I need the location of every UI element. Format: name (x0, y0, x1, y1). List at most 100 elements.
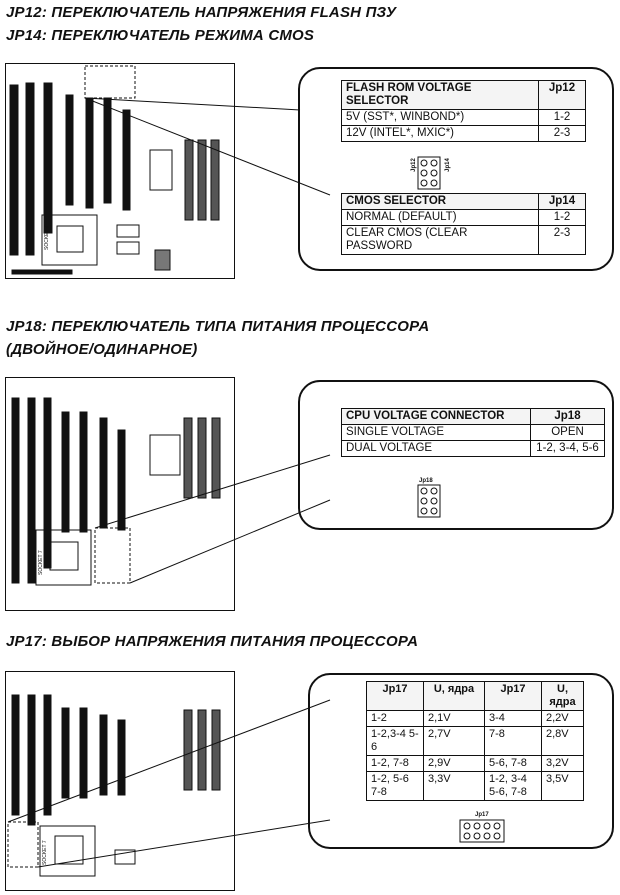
pci-slot (103, 97, 112, 204)
jumper-pin (483, 832, 491, 840)
chipset (149, 434, 181, 476)
callout-line (84, 97, 331, 196)
table-cell: 1-2, 3-4 5-6, 7-8 (484, 771, 542, 801)
pci-slot (61, 707, 70, 799)
cmos-table-header: CMOS SELECTOR (341, 193, 539, 210)
isa-slot (43, 82, 53, 234)
heading-jp12: JP12: ПЕРЕКЛЮЧАТЕЛЬ НАПРЯЖЕНИЯ FLASH ПЗУ (6, 4, 397, 21)
table-cell: 3,5V (541, 771, 584, 801)
jumper-pin (420, 487, 428, 495)
socket-label-2: SOCKET 7 (38, 550, 44, 575)
isa-slot (25, 82, 35, 256)
heading-jp14: JP14: ПЕРЕКЛЮЧАТЕЛЬ РЕЖИМА CMOS (6, 27, 315, 44)
cpu-socket (39, 825, 96, 877)
memory-slot (184, 139, 194, 221)
table-cell: 1-2, 7-8 (366, 755, 424, 772)
chipset (149, 149, 173, 191)
callout-line (94, 454, 331, 529)
heading-jp17: JP17: ВЫБОР НАПРЯЖЕНИЯ ПИТАНИЯ ПРОЦЕССОР… (6, 633, 419, 650)
table-cell: CLEAR CMOS (CLEAR PASSWORD (341, 225, 539, 255)
memory-slot (197, 417, 207, 499)
pci-slot (79, 707, 88, 799)
jumper-pin (430, 179, 438, 187)
memory-slot (183, 417, 193, 499)
isa-slot (27, 694, 36, 826)
jumper-label-jp18: Jp18 (419, 478, 433, 484)
pci-slot (117, 719, 126, 796)
socket-label-3: SOCKET 7 (42, 840, 48, 865)
cpu-socket (41, 214, 98, 266)
jumper-block-jp17 (459, 819, 505, 843)
memory-slot (197, 139, 207, 221)
cpu-chip (49, 541, 79, 571)
jumper-pin (430, 487, 438, 495)
jumper-pin (483, 822, 491, 830)
table-cell: 1-2 (538, 209, 586, 226)
cpu-table-jp-header: Jp18 (530, 408, 605, 425)
memory-slot (211, 709, 221, 791)
pci-slot (99, 417, 108, 529)
callout-line (84, 97, 301, 111)
io-strip (11, 269, 73, 275)
chip (116, 224, 140, 238)
table-cell: 12V (INTEL*, MXIC*) (341, 125, 539, 142)
jumper-pin (493, 832, 501, 840)
isa-slot (11, 397, 20, 584)
cpu-chip (56, 225, 84, 253)
jumper-pin (463, 822, 471, 830)
jumper-pin (473, 822, 481, 830)
core-table-header: U, ядра (423, 681, 485, 711)
jumper-pin (493, 822, 501, 830)
pci-slot (85, 97, 94, 209)
highlight-box-1 (84, 65, 136, 99)
pci-slot (117, 429, 126, 531)
cpu-chip (54, 835, 84, 865)
callout-line (37, 819, 331, 868)
jumper-pin (430, 507, 438, 515)
motherboard-diagram-1 (5, 63, 235, 279)
socket-label-1: SOCKET 7 (44, 225, 50, 250)
jumper-pin (420, 169, 428, 177)
pci-slot (65, 94, 74, 206)
highlight-box-3 (7, 821, 39, 868)
table-cell: DUAL VOLTAGE (341, 440, 531, 457)
table-cell: OPEN (530, 424, 605, 441)
callout-line (7, 699, 331, 823)
isa-slot (27, 397, 36, 584)
connector (154, 249, 171, 271)
jumper-pin (420, 507, 428, 515)
jumper-pin (463, 832, 471, 840)
memory-slot (210, 139, 220, 221)
chip (116, 241, 140, 255)
table-cell: 2-3 (538, 125, 586, 142)
memory-slot (211, 417, 221, 499)
cpu-socket (35, 529, 92, 586)
flash-rom-table: FLASH ROM VOLTAGE SELECTOR Jp12 5V (SST*… (341, 80, 586, 142)
cpu-voltage-table: CPU VOLTAGE CONNECTOR Jp18 SINGLE VOLTAG… (341, 408, 605, 457)
pci-slot (61, 411, 70, 533)
heading-jp18-sub: (ДВОЙНОЕ/ОДИНАРНОЕ) (6, 341, 198, 358)
memory-slot (183, 709, 193, 791)
pci-slot (79, 411, 88, 533)
jumper-pin (473, 832, 481, 840)
highlight-box-2 (94, 527, 131, 584)
heading-jp18: JP18: ПЕРЕКЛЮЧАТЕЛЬ ТИПА ПИТАНИЯ ПРОЦЕСС… (6, 318, 430, 335)
jumper-pin (420, 159, 428, 167)
isa-slot (11, 694, 20, 816)
chip (114, 849, 136, 865)
table-cell: 1-2 (366, 710, 424, 727)
table-cell: SINGLE VOLTAGE (341, 424, 531, 441)
jumper-pin (420, 179, 428, 187)
pci-slot (122, 109, 131, 211)
jumper-label-jp17: Jp17 (475, 812, 489, 818)
pci-slot (99, 714, 108, 796)
table-cell: 1-2, 5-6 7-8 (366, 771, 424, 801)
callout-line (129, 499, 331, 584)
table-cell: 3,3V (423, 771, 485, 801)
cmos-selector-table: CMOS SELECTOR Jp14 NORMAL (DEFAULT) 1-2 … (341, 193, 586, 255)
jumper-pin (430, 497, 438, 505)
isa-slot (9, 84, 19, 256)
jumper-pin (420, 497, 428, 505)
jumper-pin (430, 169, 438, 177)
